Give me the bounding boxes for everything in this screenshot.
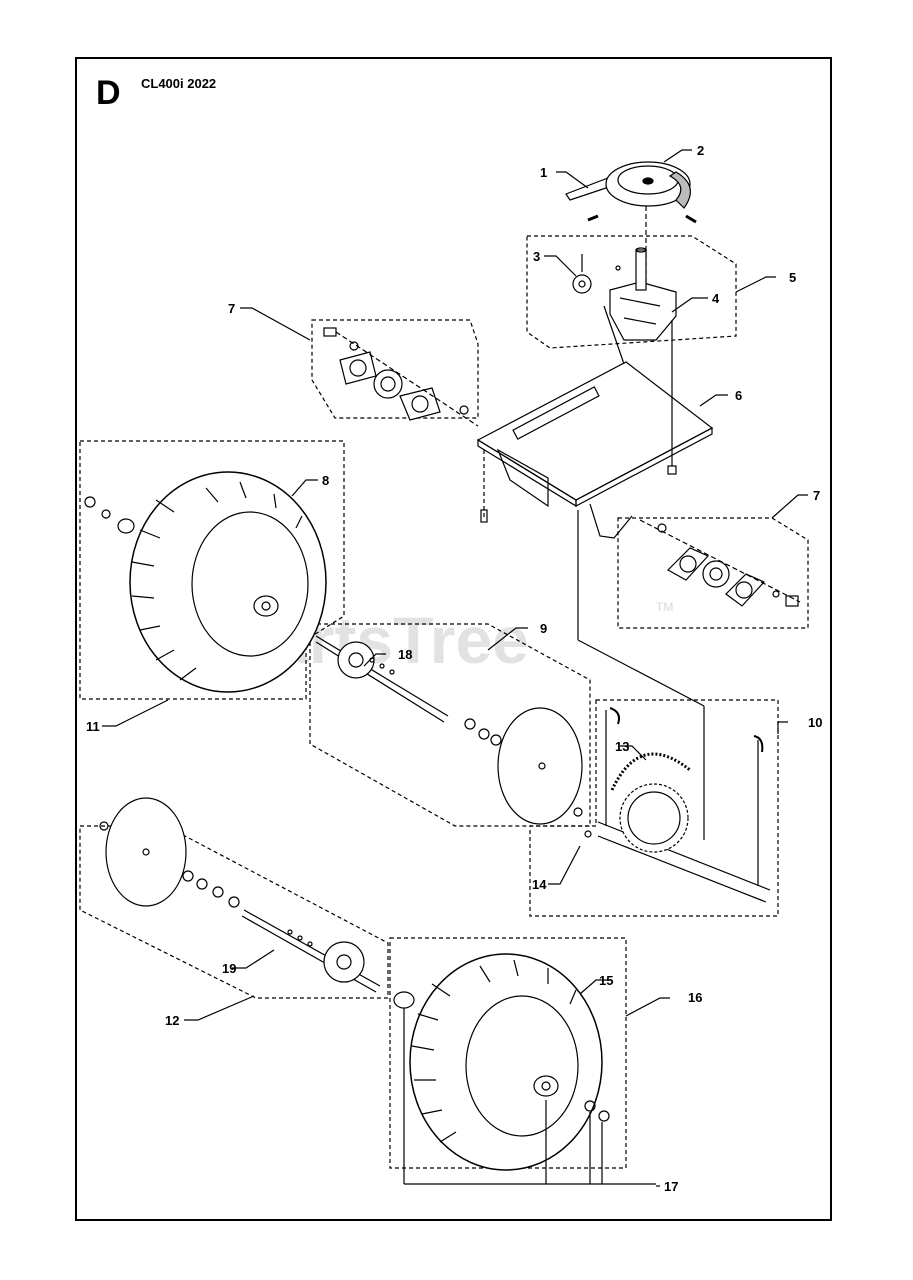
group-box-10 xyxy=(529,699,779,917)
watermark-tm: TM xyxy=(656,600,674,614)
callout-10: 10 xyxy=(808,715,822,730)
group-box-7-top xyxy=(311,319,479,419)
group-box-5 xyxy=(526,235,737,349)
callout-9: 9 xyxy=(540,621,547,636)
callout-17: 17 xyxy=(664,1179,678,1194)
callout-labels: 1 2 3 4 5 6 7 7 8 9 10 11 12 13 14 15 16… xyxy=(86,143,822,1194)
base-plate xyxy=(476,305,714,539)
callout-16: 16 xyxy=(688,990,702,1005)
callout-11: 11 xyxy=(86,719,100,734)
callout-19: 19 xyxy=(222,961,236,976)
pulley-assembly xyxy=(565,161,697,292)
callout-18: 18 xyxy=(398,647,412,662)
leader-lines xyxy=(102,149,808,1187)
upper-axle xyxy=(315,635,583,825)
model-label: CL400i 2022 xyxy=(141,76,217,91)
callout-5: 5 xyxy=(789,270,796,285)
section-letter: D xyxy=(96,74,121,112)
callout-7-top: 7 xyxy=(228,301,235,316)
lower-axle xyxy=(99,797,381,993)
group-box-16 xyxy=(389,937,627,1169)
group-box-9 xyxy=(309,623,591,827)
callout-2: 2 xyxy=(697,143,704,158)
bearing-set-top xyxy=(323,327,479,427)
callout-14: 14 xyxy=(532,877,547,892)
callout-1: 1 xyxy=(540,165,547,180)
callout-3: 3 xyxy=(533,249,540,264)
drive-shaft xyxy=(577,510,771,903)
belt-piece xyxy=(565,177,613,201)
callout-8: 8 xyxy=(322,473,329,488)
lower-wheel xyxy=(393,953,656,1185)
diagram-frame xyxy=(75,57,832,1221)
bearing-set-right xyxy=(639,519,801,607)
gearbox xyxy=(572,247,677,341)
callout-4: 4 xyxy=(712,291,720,306)
small-sprocket xyxy=(572,274,592,294)
callout-12: 12 xyxy=(165,1013,179,1028)
callout-6: 6 xyxy=(735,388,742,403)
callout-13: 13 xyxy=(615,739,629,754)
callout-7-right: 7 xyxy=(813,488,820,503)
group-box-7-right xyxy=(617,517,809,629)
callout-15: 15 xyxy=(599,973,613,988)
upper-wheel xyxy=(84,471,327,693)
